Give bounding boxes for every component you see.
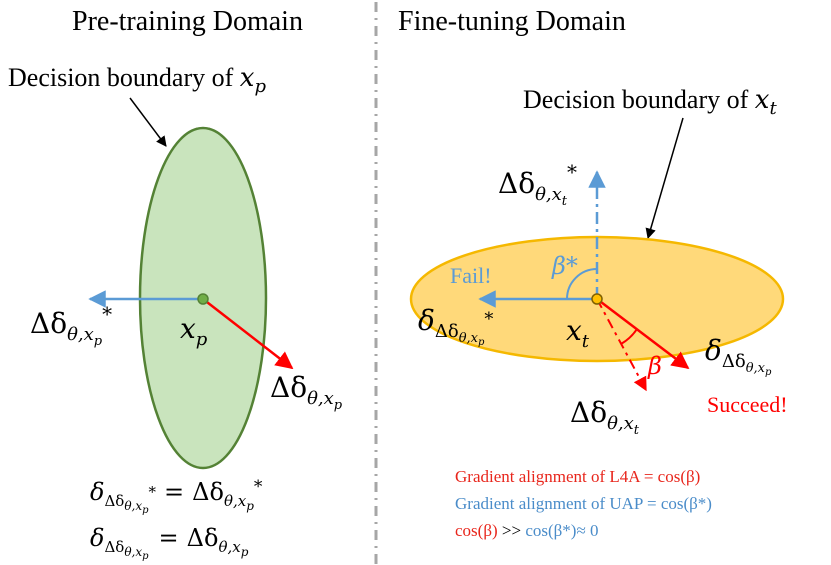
right-point-label: xt [566,314,590,352]
legend-compare: cos(β) >> cos(β*)≈ 0 [455,521,599,540]
left-equation-1: δΔδθ,xp*=Δδθ,xp* [90,477,263,516]
left-l4a-arrow [202,298,294,370]
right-boundary-label: Decision boundary of xt [523,85,777,119]
left-l4a-label: Δδθ,xp [270,371,343,413]
right-l4a-arrow [596,298,690,370]
right-succeed-label: Succeed! [707,392,788,417]
left-boundary-pointer [129,97,167,147]
left-point-xp [197,293,209,305]
right-grad-star-label: Δδθ,xt* [498,160,577,209]
right-uap-label: δΔδθ,xp* [418,304,493,348]
legend-l4a: Gradient alignment of L4A = cos(β) [455,467,700,486]
right-title: Fine-tuning Domain [398,6,626,37]
left-point-label: xp [180,312,208,350]
right-beta-arc [620,328,638,345]
left-equation-2: δΔδθ,xp=Δδθ,xp [90,524,249,562]
right-boundary-pointer [645,117,684,240]
right-point-xt [591,293,603,305]
left-boundary-label: Decision boundary of xp [8,63,266,97]
right-grad-label: Δδθ,xt [570,396,640,438]
legend-uap: Gradient alignment of UAP = cos(β*) [455,494,712,513]
right-beta-star-arc [566,268,598,300]
left-title: Pre-training Domain [72,6,303,37]
right-beta-label: β [647,352,662,380]
right-beta-star-label: β* [551,252,578,280]
right-fail-label: Fail! [450,263,492,288]
right-l4a-label: δΔδθ,xp [705,334,772,378]
left-uap-label: Δδθ,xp* [30,302,112,349]
